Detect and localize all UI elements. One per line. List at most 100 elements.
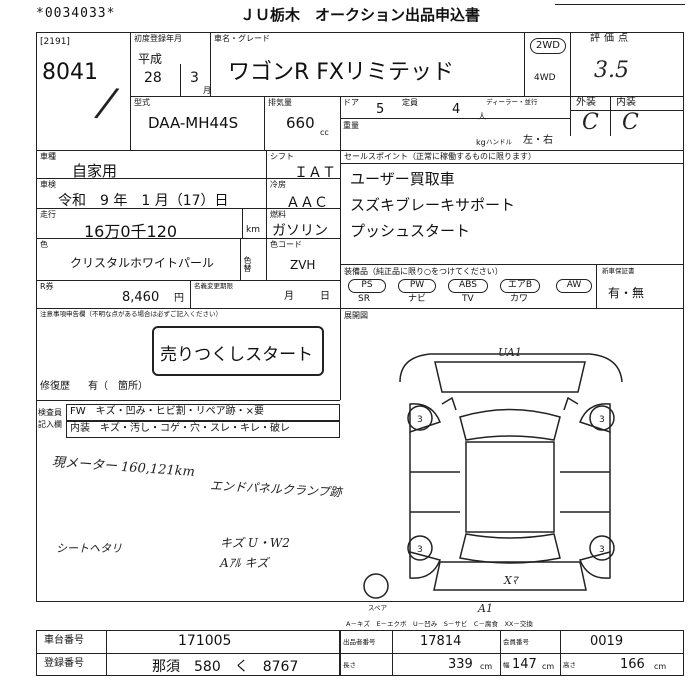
inspector-row1: FW キズ・凹み・ヒビ割・リペア跡・×要 [70, 406, 265, 417]
recycle-value: 8,460 [122, 290, 160, 305]
inspector-label-2: 記入欄 [38, 420, 62, 429]
inspection-label: 車検 [40, 180, 56, 189]
equip-navi: ナビ [408, 294, 427, 304]
sales-points-label: セールスポイント（正常に稼働するものに限ります） [344, 152, 536, 161]
recycle-label: R券 [40, 282, 54, 291]
br-split-1 [392, 630, 393, 676]
equip-sr: SR [358, 294, 370, 304]
equipment-label: 装備品（純正品に限り○をつけてください） [344, 267, 503, 276]
note-seat: シートヘタリ [56, 542, 122, 555]
mark-rear: Xﾏ [504, 574, 518, 587]
mark-bottom: A1 [478, 602, 493, 615]
chassis-label: 車台番号 [44, 635, 84, 646]
inspector-label-1: 検査員 [38, 408, 62, 417]
length-value: 339 [448, 657, 473, 672]
row2-bottom [36, 150, 684, 151]
width-unit: cm [542, 662, 555, 671]
model-split [264, 96, 265, 150]
shift-value: ＩＡＴ [294, 165, 336, 181]
br-split-3 [560, 630, 561, 676]
dealer-label: ディーラー・並行 [486, 98, 538, 106]
color-change-split [240, 238, 241, 280]
rating-label: 評価点 [590, 33, 632, 44]
equip-aw: AW [556, 279, 592, 293]
diagram-label: 展開図 [344, 311, 368, 320]
interior-value: C [622, 110, 639, 135]
row1-bottom [130, 96, 570, 97]
fuel-label: 燃料 [270, 210, 286, 219]
form-title: ＪＵ栃木 オークション出品申込書 [240, 6, 481, 24]
bottom-left-split [106, 630, 107, 676]
color-code-value: ZVH [290, 258, 316, 272]
ext-int-mid [570, 110, 684, 111]
left-right-split [340, 150, 341, 400]
drive-2wd: 2WD [530, 38, 566, 54]
color-label: 色 [40, 240, 48, 249]
length-unit: cm [480, 662, 493, 671]
weight-unit: kg [476, 138, 486, 147]
mileage-unit: km [246, 225, 260, 235]
wheel-rr-num: 3 [599, 545, 605, 555]
equip-ps: PS [348, 279, 386, 293]
height-unit: cm [654, 662, 667, 671]
sale-stamp-text: 売りつくしスタート [160, 345, 314, 365]
equip-tv: TV [462, 294, 474, 304]
sales-label-line [340, 163, 684, 164]
seller-notes-label: 注意事項申告欄（不明な点がある場合は必ずご記入ください） [40, 310, 222, 318]
bottom-right-mid [340, 653, 684, 654]
seller-no-value: 17814 [420, 634, 462, 649]
ext-int-top [570, 96, 684, 97]
rating-value: 3.5 [594, 58, 629, 83]
small-code: [2191] [40, 37, 70, 47]
shift-label: シフト [270, 152, 294, 161]
capacity-label: 定員 [402, 98, 418, 107]
exterior-label: 外装 [576, 97, 596, 108]
exterior-value: C [582, 110, 599, 135]
first-reg-split [180, 64, 181, 96]
mark-top: UA1 [498, 346, 522, 359]
color-bottom [36, 280, 340, 281]
interior-label: 内装 [616, 97, 636, 108]
repair-label: 修復歴 [40, 381, 70, 392]
equip-leather: カワ [510, 294, 529, 304]
car-name-split [210, 32, 211, 96]
left-mid-split [266, 150, 267, 260]
recycle-unit: 円 [174, 293, 184, 304]
form-frame [36, 32, 684, 602]
recycle-bottom [36, 308, 340, 309]
car-diagram: 3 3 3 3 [363, 353, 623, 599]
first-reg-era: 平成 [138, 52, 163, 66]
height-value: 166 [620, 657, 645, 672]
fuel-value: ガソリン [272, 223, 328, 239]
displacement-label: 排気量 [268, 98, 292, 107]
width-value: 147 [512, 657, 537, 672]
color-code-label: 色コード [270, 240, 302, 249]
length-label: 長さ [343, 661, 356, 669]
mileage-value: 16万0千120 [84, 222, 178, 241]
spare-label: スペア [368, 604, 388, 612]
notes-bottom [36, 400, 340, 401]
car-name-value: ワゴンR FXリミテッド [228, 60, 455, 85]
aircon-label: 冷房 [270, 180, 286, 189]
inspection-bottom [36, 208, 340, 209]
first-reg-year: 28 [144, 70, 162, 86]
lot-number: 8041 [42, 60, 98, 85]
name-change-label: 名義変更期限 [194, 282, 233, 290]
member-no-value: 0019 [590, 634, 624, 649]
capacity-unit: 人 [478, 112, 486, 121]
displacement-value: 660 [286, 114, 315, 132]
capacity-value: 4 [452, 102, 461, 117]
displacement-split [340, 96, 341, 150]
member-no-label: 会員番号 [503, 638, 529, 646]
chassis-value: 171005 [178, 633, 232, 649]
inspector-row2: 内装 キズ・汚し・コゲ・穴・スレ・キレ・破レ [70, 423, 290, 434]
equip-airbag: エアB [500, 279, 540, 293]
repair-value: 有（ 箇所 [88, 381, 138, 392]
equip-abs: ABS [448, 279, 488, 293]
header-divider [555, 4, 685, 5]
model-value: DAA-MH44S [148, 114, 239, 132]
mileage-label: 走行 [40, 210, 56, 219]
inspection-value: 令和 9 年 1 月（17）日 [58, 193, 229, 209]
note-scratch2: Aｱﾙ キズ [220, 556, 269, 570]
model-label: 型式 [134, 98, 150, 107]
